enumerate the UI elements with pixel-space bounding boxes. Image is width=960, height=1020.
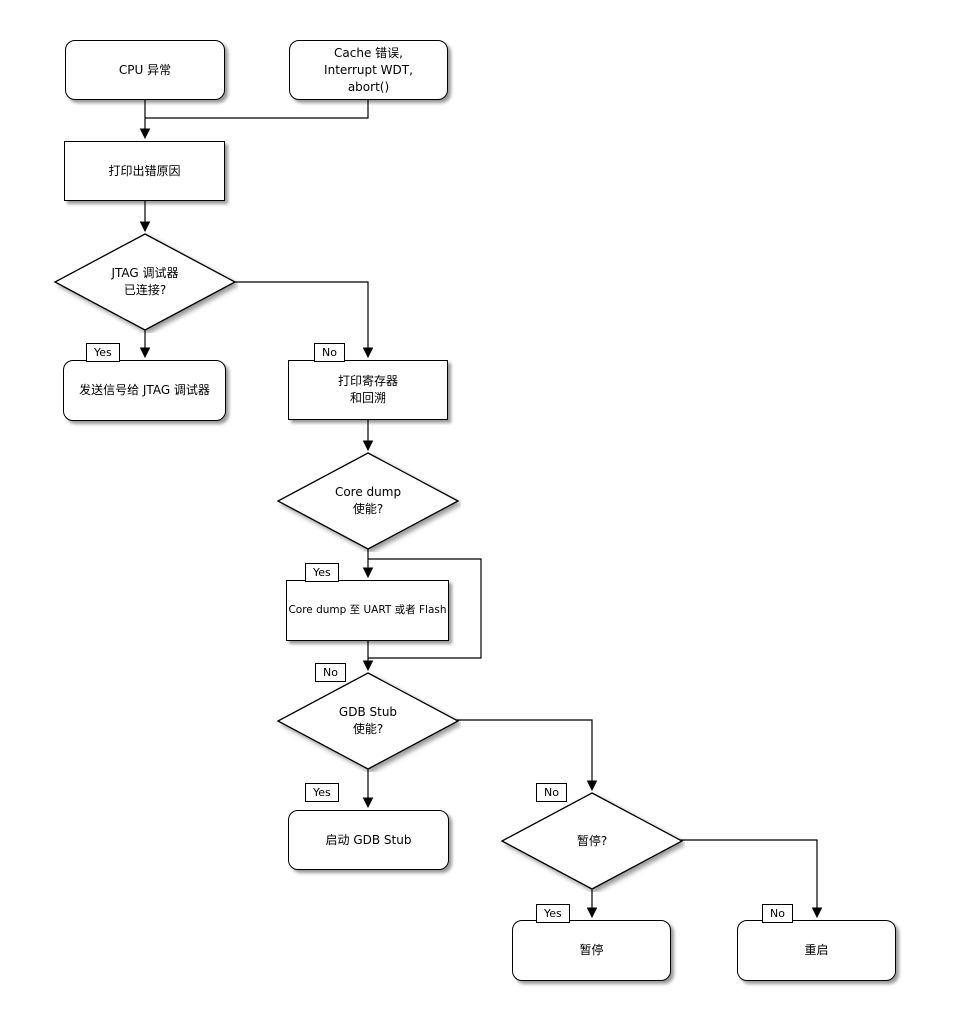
node-core-dump-enabled-line1: Core dump bbox=[334, 485, 402, 499]
edge-cache-merge bbox=[145, 100, 369, 119]
node-cache-error-line3: abort() bbox=[347, 79, 390, 94]
halt-diamond-shape bbox=[500, 792, 684, 890]
node-cpu-exception: CPU 异常 bbox=[65, 40, 225, 100]
node-halt-question-label: 暂停? bbox=[576, 833, 608, 848]
node-print-cause-label: 打印出错原因 bbox=[108, 163, 181, 178]
node-reboot-label: 重启 bbox=[804, 943, 829, 957]
node-core-dump-enabled-line2: 使能? bbox=[352, 502, 384, 516]
node-gdb-stub-enabled-line1: GDB Stub bbox=[338, 705, 398, 719]
gdb-stub-diamond-shape bbox=[276, 672, 460, 770]
edge-label-jtag-no: No bbox=[314, 343, 345, 362]
node-core-dump-enabled: Core dump 使能? bbox=[275, 450, 461, 552]
core-dump-diamond-shape bbox=[276, 452, 460, 550]
node-gdb-stub-enabled: GDB Stub 使能? bbox=[275, 670, 461, 772]
node-signal-jtag: 发送信号给 JTAG 调试器 bbox=[63, 360, 226, 421]
node-jtag-connected: JTAG 调试器 已连接? bbox=[52, 231, 238, 333]
node-halt: 暂停 bbox=[512, 920, 671, 981]
node-reboot: 重启 bbox=[737, 920, 896, 981]
edge-label-coredump-no: No bbox=[315, 663, 346, 682]
node-start-gdb-stub: 启动 GDB Stub bbox=[288, 810, 449, 870]
edge-jtag-no bbox=[234, 281, 374, 359]
node-print-registers-line1: 打印寄存器 bbox=[337, 374, 398, 388]
edge-label-gdb-no: No bbox=[536, 783, 567, 802]
node-start-gdb-stub-label: 启动 GDB Stub bbox=[325, 832, 412, 847]
node-print-registers-line2: 和回溯 bbox=[349, 391, 386, 405]
node-cpu-exception-label: CPU 异常 bbox=[118, 62, 172, 77]
jtag-diamond-shape bbox=[53, 233, 237, 331]
node-jtag-connected-line2: 已连接? bbox=[123, 283, 167, 297]
node-halt-question: 暂停? bbox=[499, 790, 685, 892]
node-cache-error-line1: Cache 错误, bbox=[334, 45, 403, 60]
edge-label-halt-yes: Yes bbox=[536, 904, 570, 923]
node-cache-error-line2: Interrupt WDT, bbox=[324, 62, 413, 77]
edge-label-coredump-yes: Yes bbox=[305, 563, 339, 582]
node-signal-jtag-label: 发送信号给 JTAG 调试器 bbox=[79, 383, 210, 397]
edge-halt-no bbox=[680, 839, 823, 919]
node-jtag-connected-line1: JTAG 调试器 bbox=[111, 266, 179, 280]
edge-coredump-no-bypass bbox=[368, 558, 482, 659]
node-halt-label: 暂停 bbox=[579, 943, 604, 957]
node-cache-error: Cache 错误, Interrupt WDT, abort() bbox=[289, 40, 448, 100]
node-gdb-stub-enabled-line2: 使能? bbox=[352, 722, 384, 736]
edge-gdb-no bbox=[456, 719, 598, 792]
node-print-registers: 打印寄存器 和回溯 bbox=[288, 360, 448, 420]
node-core-dump-out-label: Core dump 至 UART 或者 Flash bbox=[288, 604, 447, 616]
edge-label-halt-no: No bbox=[762, 904, 793, 923]
node-print-cause: 打印出错原因 bbox=[64, 141, 225, 201]
node-core-dump-out: Core dump 至 UART 或者 Flash bbox=[286, 580, 449, 641]
edge-label-jtag-yes: Yes bbox=[86, 343, 120, 362]
edge-label-gdb-yes: Yes bbox=[305, 783, 339, 802]
